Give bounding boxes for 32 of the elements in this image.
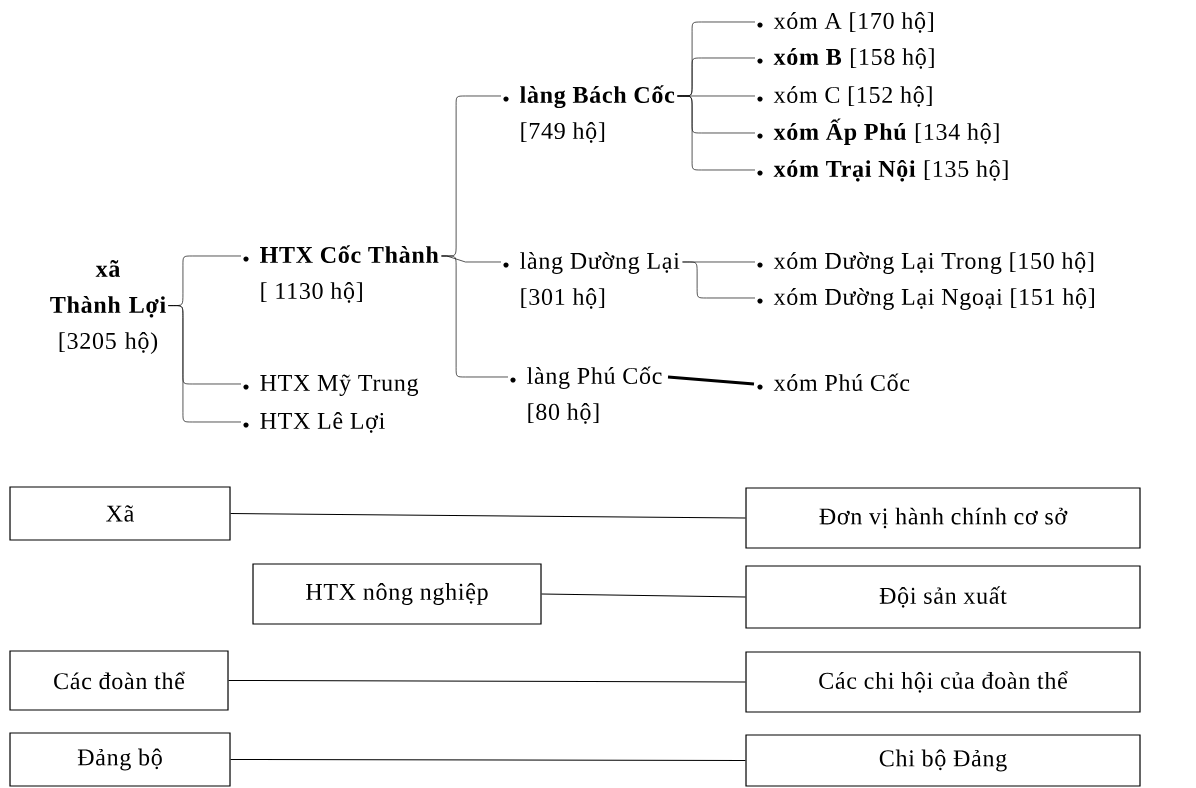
tree-entry: HTX Cốc Thành [ 1130 hộ] [260,245,439,303]
brace [441,255,509,378]
brace [167,305,242,423]
connector-line [228,679,746,683]
label-box: Đơn vị hành chính cơ sở [745,487,1141,549]
tree-entry: xóm Phú Cốc [773,373,910,392]
label-box: Chi bộ Đảng [745,734,1141,787]
label-box: Xã [9,486,231,541]
tree-entry: xã Thành Lợi [3205 hộ) [50,260,166,354]
tree-entry: xóm Dường Lại Trong [150 hộ] [773,252,1094,274]
tree-entry: làng Bách Cốc [749 hộ] [520,85,675,143]
label-box: Các chi hội của đoàn thể [745,651,1141,713]
tree-entry: xóm Ấp Phú [134 hộ] [773,118,999,145]
tree-entry: làng Phú Cốc [80 hộ] [527,366,662,424]
tree-entry: xóm B [158 hộ] [773,48,934,69]
label-box: Đội sản xuất [745,565,1141,629]
connector-line [230,758,746,762]
label-box: HTX nông nghiệp [252,563,542,625]
label-box: Đảng bộ [9,732,231,787]
brace [682,261,756,299]
tree-entry: xóm C [152 hộ] [773,86,932,107]
tree-entry: HTX Mỹ Trung [260,374,419,396]
brace [677,95,756,171]
connector-line [541,593,746,598]
connector-line [667,375,755,386]
tree-entry: xóm A [170 hộ] [773,12,933,33]
tree-entry: xóm Dường Lại Ngoại [151 hộ] [773,288,1094,310]
connector-line [230,512,746,519]
label-box: Các đoàn thể [9,650,229,711]
tree-entry: HTX Lê Lợi [260,412,385,433]
tree-entry: làng Dường Lại [301 hộ] [520,252,680,309]
tree-entry: xóm Trại Nội [135 hộ] [773,159,1008,182]
